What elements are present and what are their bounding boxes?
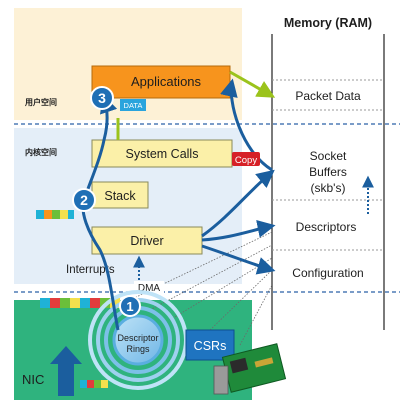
step-1-circle: 1 bbox=[119, 295, 141, 317]
interrupts-label: Interrupts bbox=[66, 264, 115, 276]
nic-card-icon bbox=[213, 343, 287, 395]
memory-region-descriptors: Descriptors bbox=[296, 220, 357, 234]
memory-region-dividers bbox=[272, 79, 384, 251]
stack-box bbox=[91, 181, 149, 209]
memory-region-label: Configuration bbox=[292, 266, 363, 280]
csrs-box bbox=[185, 329, 235, 361]
step-number: 3 bbox=[98, 90, 106, 106]
memory-region-socket-buffers: Socket Buffers (skb's) bbox=[309, 149, 347, 195]
data-badge-label: DATA bbox=[124, 101, 143, 110]
step-2-circle: 2 bbox=[72, 188, 96, 212]
step-number: 2 bbox=[80, 192, 88, 208]
step-3-circle: 3 bbox=[90, 86, 114, 110]
driver-box bbox=[91, 226, 203, 255]
applications-label: Applications bbox=[131, 74, 202, 89]
descriptor-rings-label: Descriptor bbox=[117, 333, 158, 343]
dma-label: DMA bbox=[138, 283, 161, 294]
data-badge bbox=[120, 99, 146, 111]
incoming-packet-arrow bbox=[50, 346, 82, 396]
memory-region-label: Buffers bbox=[309, 165, 347, 179]
memory-title: Memory (RAM) bbox=[284, 16, 372, 30]
memory-region-packet-data: Packet Data bbox=[295, 89, 361, 103]
stack-label: Stack bbox=[104, 189, 136, 203]
kernel-space-label: 内核空间 bbox=[25, 147, 57, 157]
driver-label: Driver bbox=[130, 234, 163, 248]
system-calls-box bbox=[91, 139, 233, 168]
step-number: 1 bbox=[126, 299, 133, 314]
copy-badge bbox=[232, 152, 260, 166]
user-space-label: 用户空间 bbox=[24, 97, 57, 107]
memory-region-configuration: Configuration bbox=[292, 266, 363, 280]
memory-region-label: (skb's) bbox=[311, 181, 346, 195]
copy-arrow bbox=[220, 78, 273, 172]
memory-region-label: Packet Data bbox=[295, 89, 361, 103]
memory-region-label: Descriptors bbox=[296, 220, 357, 234]
copy-label: Copy bbox=[235, 155, 257, 166]
nic-memory-dotted-links bbox=[129, 231, 273, 346]
csrs-label: CSRs bbox=[194, 339, 227, 353]
packet-strip-kernel bbox=[36, 210, 74, 219]
system-calls-label: System Calls bbox=[126, 147, 199, 161]
packet-strip-incoming bbox=[80, 380, 108, 388]
driver-memory-arrows bbox=[201, 169, 276, 275]
nic-label: NIC bbox=[22, 372, 44, 387]
descriptor-rings-label: Rings bbox=[126, 344, 150, 354]
app-to-packet-data-arrow bbox=[229, 70, 276, 98]
memory-region-label: Socket bbox=[310, 149, 347, 163]
